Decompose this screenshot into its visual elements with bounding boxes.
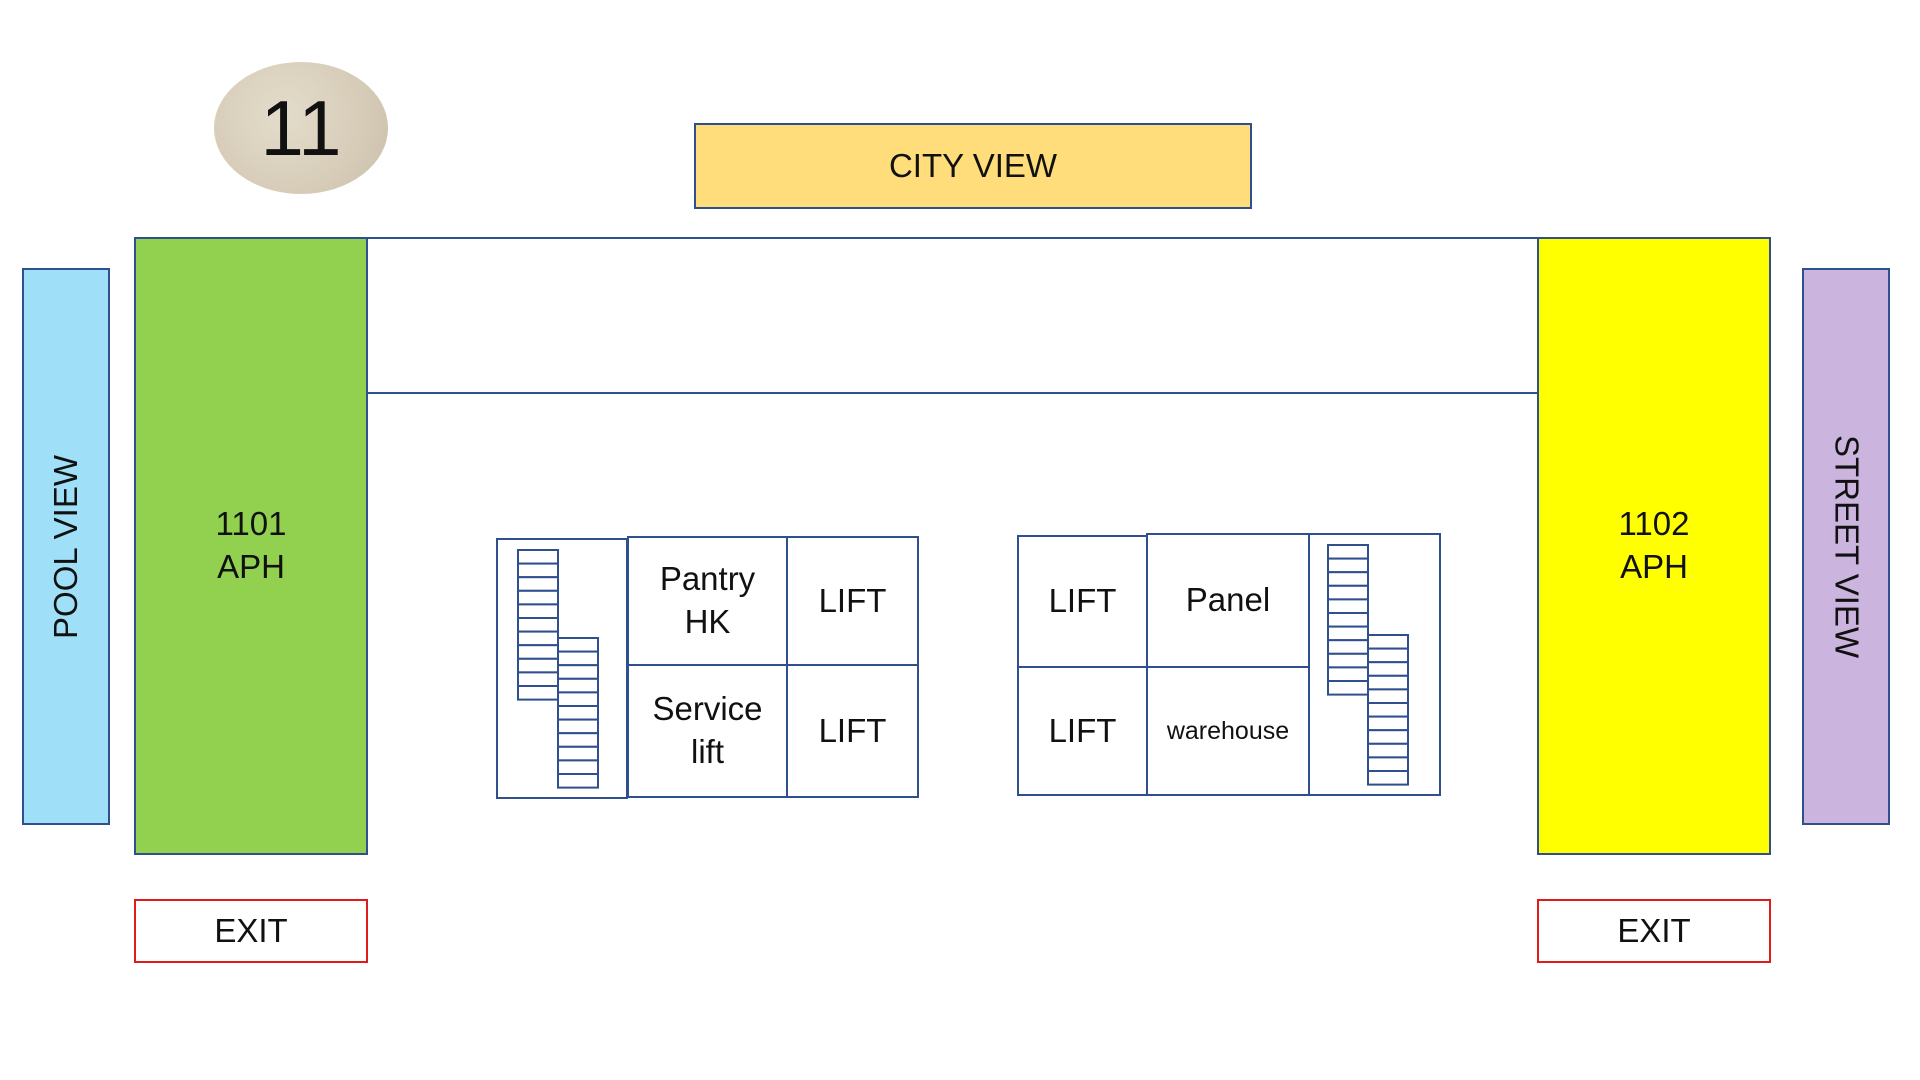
stair-step: [1367, 661, 1409, 677]
panel-room: Panel: [1146, 533, 1310, 668]
stair-step: [1367, 742, 1409, 759]
street-view-label: STREET VIEW: [1802, 268, 1890, 825]
stairwell-left: [496, 538, 628, 799]
lift-left-top: LIFT: [786, 536, 919, 666]
pool-view-text: POOL VIEW: [46, 454, 84, 639]
stair-step: [1367, 674, 1409, 691]
stair-step: [557, 745, 599, 762]
lift-label: LIFT: [818, 581, 887, 619]
stair-step: [517, 549, 559, 565]
stair-step: [517, 603, 559, 620]
stair-step: [517, 644, 559, 660]
stair-step: [517, 576, 559, 592]
stair-step: [557, 677, 599, 694]
stair-step: [557, 732, 599, 748]
lift-label: LIFT: [818, 711, 887, 749]
pantry-hk-room: Pantry HK: [627, 536, 788, 666]
stair-step: [557, 773, 599, 789]
stair-step: [1327, 612, 1369, 628]
warehouse-room: warehouse: [1146, 666, 1310, 796]
corridor: [366, 237, 1539, 394]
stair-step: [1367, 770, 1409, 786]
stair-step: [1327, 557, 1369, 574]
stair-step: [1367, 715, 1409, 732]
stair-step: [557, 691, 599, 707]
lift-left-bottom: LIFT: [786, 664, 919, 798]
lift-right-top: LIFT: [1017, 535, 1148, 668]
pool-view-label: POOL VIEW: [22, 268, 110, 825]
stair-step: [517, 589, 559, 606]
stair-step: [517, 562, 559, 579]
stairwell-right: [1308, 533, 1441, 796]
stair-step: [517, 630, 559, 647]
stair-step: [1367, 756, 1409, 772]
stairs-icon: [1327, 544, 1409, 786]
stair-step: [1367, 688, 1409, 704]
stair-step: [1327, 571, 1369, 587]
stair-step: [517, 617, 559, 633]
stair-step: [1367, 702, 1409, 718]
lift-label: LIFT: [1048, 711, 1117, 749]
stairs-icon: [517, 549, 599, 789]
apartment-type: APH: [1620, 548, 1688, 585]
stair-step: [1367, 634, 1409, 650]
hk-label: HK: [684, 603, 731, 640]
stair-step: [517, 657, 559, 674]
lift-word-label: lift: [690, 733, 724, 770]
pantry-label: Pantry: [659, 560, 756, 598]
exit-right-label: EXIT: [1617, 911, 1691, 949]
exit-left: EXIT: [134, 899, 368, 963]
stair-step: [557, 650, 599, 667]
city-view-text: CITY VIEW: [888, 146, 1058, 184]
city-view-label: CITY VIEW: [694, 123, 1252, 209]
stair-step: [1327, 598, 1369, 615]
stair-step: [1327, 625, 1369, 642]
warehouse-label: warehouse: [1166, 716, 1290, 745]
panel-label: Panel: [1185, 581, 1271, 619]
exit-right: EXIT: [1537, 899, 1771, 963]
exit-left-label: EXIT: [214, 911, 288, 949]
stair-step: [1327, 584, 1369, 601]
stair-step: [1327, 680, 1369, 696]
stair-step: [557, 664, 599, 680]
stair-step: [557, 718, 599, 735]
apartment-1102[interactable]: 1102 APH: [1537, 237, 1771, 855]
apartment-1101[interactable]: 1101 APH: [134, 237, 368, 855]
stair-step: [1327, 639, 1369, 655]
service-lift-room: Service lift: [627, 664, 788, 798]
stair-step: [1327, 544, 1369, 560]
apartment-number: 1101: [215, 505, 287, 543]
stair-step: [1367, 729, 1409, 745]
floor-number-badge: 11: [214, 62, 388, 194]
lift-right-bottom: LIFT: [1017, 666, 1148, 796]
lift-label: LIFT: [1048, 582, 1117, 620]
stair-step: [1367, 647, 1409, 664]
service-label: Service: [652, 690, 763, 728]
stair-step: [557, 637, 599, 653]
apartment-number: 1102: [1618, 505, 1690, 543]
stair-step: [557, 759, 599, 775]
floor-number: 11: [260, 83, 342, 172]
apartment-type: APH: [217, 548, 285, 585]
street-view-text: STREET VIEW: [1828, 434, 1866, 659]
stair-step: [1327, 652, 1369, 669]
stair-step: [1327, 666, 1369, 682]
stair-step: [557, 705, 599, 721]
stair-step: [517, 685, 559, 701]
stair-step: [517, 671, 559, 687]
